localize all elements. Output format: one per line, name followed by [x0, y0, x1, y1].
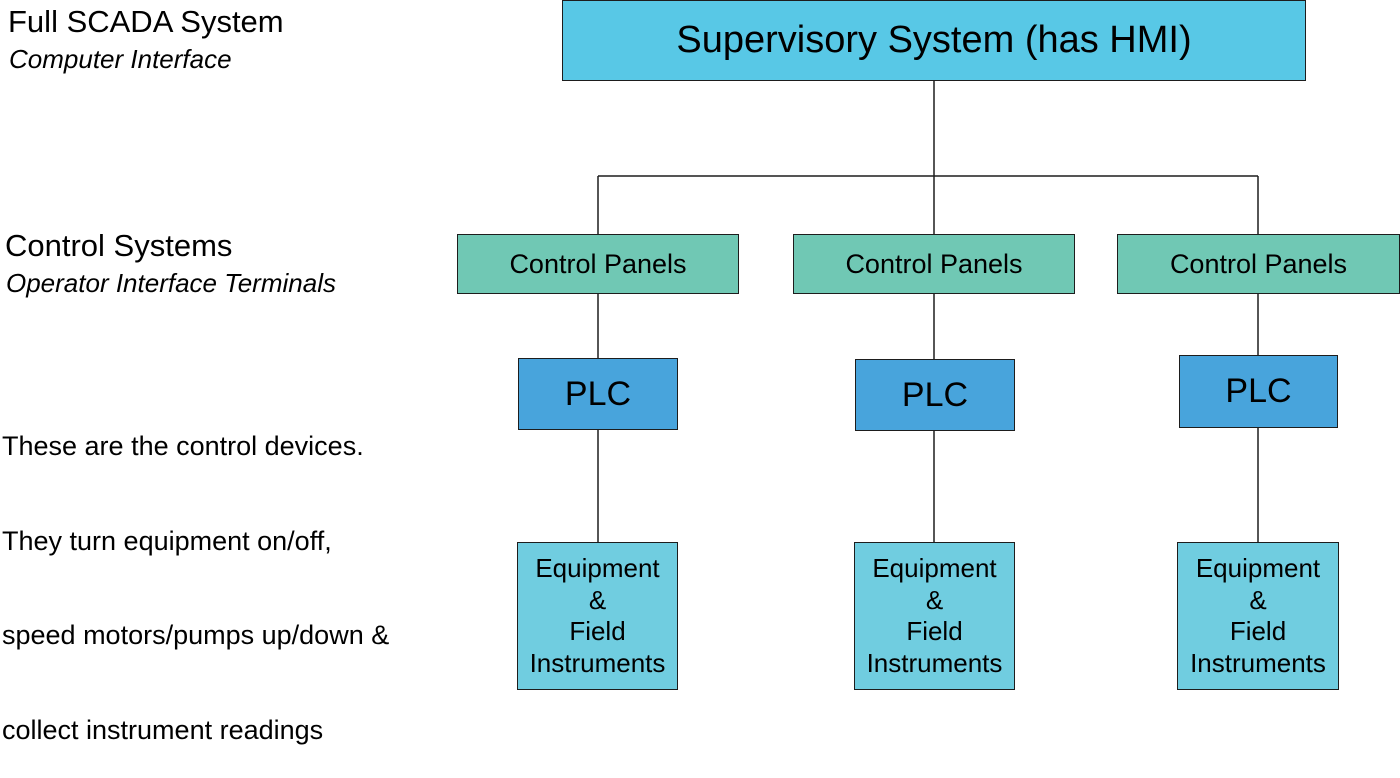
note-line: They turn equipment on/off, — [2, 525, 332, 556]
control-panels-node-3: Control Panels — [1117, 234, 1400, 294]
equipment-label-line: Instruments — [529, 647, 666, 678]
control-panels-node-2: Control Panels — [793, 234, 1075, 294]
plc-label: PLC — [901, 375, 969, 414]
note-line: These are the control devices. — [2, 431, 364, 461]
equipment-label-line: Field — [906, 616, 963, 646]
plc-label: PLC — [1225, 372, 1292, 410]
control-panels-node-1: Control Panels — [457, 234, 739, 294]
note-line: speed motors/pumps up/down & — [2, 620, 390, 650]
equipment-label-line: Field — [1229, 616, 1287, 646]
plc-node-1: PLC — [518, 358, 678, 430]
equipment-label-line: Equipment — [872, 553, 997, 583]
equipment-node-2: Equipment & Field Instruments — [854, 542, 1015, 690]
equipment-node-3: Equipment & Field Instruments — [1177, 542, 1339, 690]
plc-node-3: PLC — [1179, 355, 1338, 428]
connector-lines — [597, 80, 1259, 542]
note-line: collect instrument readings — [2, 714, 324, 745]
equipment-label-line: Equipment — [1195, 553, 1321, 583]
equipment-label-line: & — [588, 584, 607, 615]
control-panels-label: Control Panels — [1169, 248, 1348, 279]
supervisory-system-node: Supervisory System (has HMI) — [562, 0, 1306, 81]
control-systems-subtitle: Operator Interface Terminals — [6, 268, 336, 298]
full-scada-subtitle: Computer Interface — [9, 44, 232, 74]
equipment-label-line: Instruments — [1190, 647, 1326, 678]
equipment-label-line: Equipment — [535, 553, 660, 583]
plc-label: PLC — [564, 374, 632, 413]
control-panels-label: Control Panels — [509, 248, 687, 279]
equipment-label-line: Instruments — [866, 647, 1003, 678]
full-scada-title: Full SCADA System — [8, 4, 284, 39]
plc-node-2: PLC — [855, 359, 1015, 431]
equipment-label-line: & — [1249, 584, 1267, 615]
supervisory-system-label: Supervisory System (has HMI) — [676, 19, 1192, 61]
control-panels-label: Control Panels — [845, 248, 1023, 279]
control-systems-title: Control Systems — [5, 228, 233, 263]
equipment-label-line: & — [925, 584, 944, 615]
equipment-label-line: Field — [569, 616, 626, 646]
equipment-node-1: Equipment & Field Instruments — [517, 542, 678, 690]
